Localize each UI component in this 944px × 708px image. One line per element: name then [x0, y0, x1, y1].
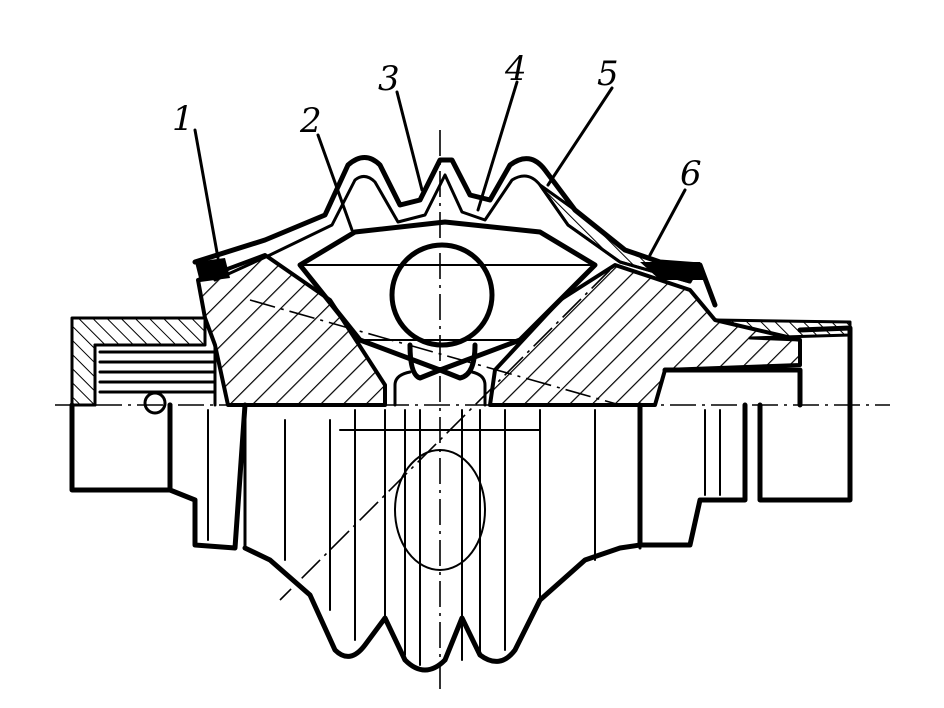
- boot-lower: [242, 403, 643, 673]
- left-outer-race: [196, 253, 387, 407]
- callout-6: 6: [680, 154, 702, 194]
- left-clamp: [195, 258, 230, 282]
- boot-upper: [192, 155, 718, 308]
- leader-4: [476, 80, 519, 212]
- callout-1: 1: [172, 99, 194, 139]
- right-clamp: [640, 262, 705, 280]
- boot-outer-profile: [192, 155, 718, 308]
- ball: [389, 242, 495, 348]
- right-collar-lower: [637, 402, 748, 548]
- leader-2: [316, 133, 354, 232]
- callout-labels: 1 2 3 4 5 6: [172, 49, 702, 194]
- left-ball-detail: [143, 391, 167, 415]
- boot-inner-profile: [213, 173, 692, 284]
- left-race-section: [196, 253, 387, 407]
- boot-lower-profile: [242, 542, 643, 673]
- left-shaft-splines: [93, 343, 217, 407]
- ball-cage: [297, 219, 598, 407]
- right-race-section: [488, 263, 802, 407]
- left-shaft: [69, 316, 248, 551]
- callout-3: 3: [378, 59, 400, 99]
- right-shaft-top: [713, 318, 852, 342]
- ghost-ball: [394, 449, 486, 571]
- leader-lines: [193, 80, 687, 260]
- ball-seat: [407, 342, 478, 381]
- centre-pin: [393, 370, 487, 407]
- cage-axis-right: [279, 269, 611, 601]
- leader-1: [193, 128, 220, 260]
- callout-2: 2: [299, 101, 322, 141]
- left-shaft-lower: [69, 402, 173, 493]
- right-shaft-outline: [662, 325, 853, 503]
- callout-5: 5: [597, 54, 619, 94]
- leader-3: [395, 90, 424, 192]
- centre-lines: [55, 130, 890, 690]
- callout-4: 4: [504, 49, 527, 89]
- leader-6: [648, 188, 687, 257]
- leader-5: [546, 86, 614, 187]
- right-inner-race: [488, 263, 802, 407]
- left-collar-lower: [167, 402, 248, 551]
